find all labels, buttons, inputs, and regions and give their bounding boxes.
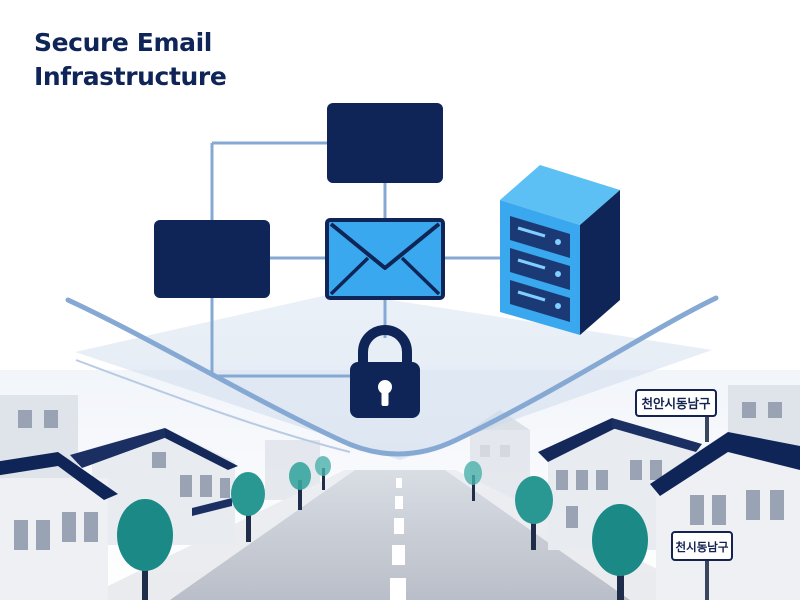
top-node: [327, 103, 443, 183]
padlock-icon: [350, 325, 420, 418]
page-title-line-1: Secure Email: [34, 28, 212, 57]
envelope-icon: [325, 218, 445, 300]
page-title: Secure Email Infrastructure: [34, 26, 227, 94]
server-drive: [510, 216, 570, 258]
street-sign-lower: 천시동남구: [671, 531, 733, 600]
road: [80, 470, 720, 600]
left-house-front: [0, 452, 118, 600]
page-title-line-2: Infrastructure: [34, 62, 227, 91]
street-sign-upper-text: 천안시동남구: [641, 396, 711, 411]
tree: [515, 476, 553, 550]
street-sign-lower-text: 천시동남구: [676, 540, 729, 554]
server-drive: [510, 280, 570, 322]
tree: [289, 462, 311, 510]
street-sign-upper: 천안시동남구: [635, 389, 717, 442]
left-node: [154, 220, 270, 298]
server-drive: [510, 248, 570, 290]
tree: [117, 499, 173, 600]
connector-lines: [210, 141, 500, 378]
tree: [464, 461, 482, 501]
road-lane-markings: [390, 478, 406, 600]
tree: [231, 472, 265, 542]
server-rack-icon: [500, 165, 620, 335]
tree: [315, 456, 331, 490]
tree: [592, 504, 648, 600]
